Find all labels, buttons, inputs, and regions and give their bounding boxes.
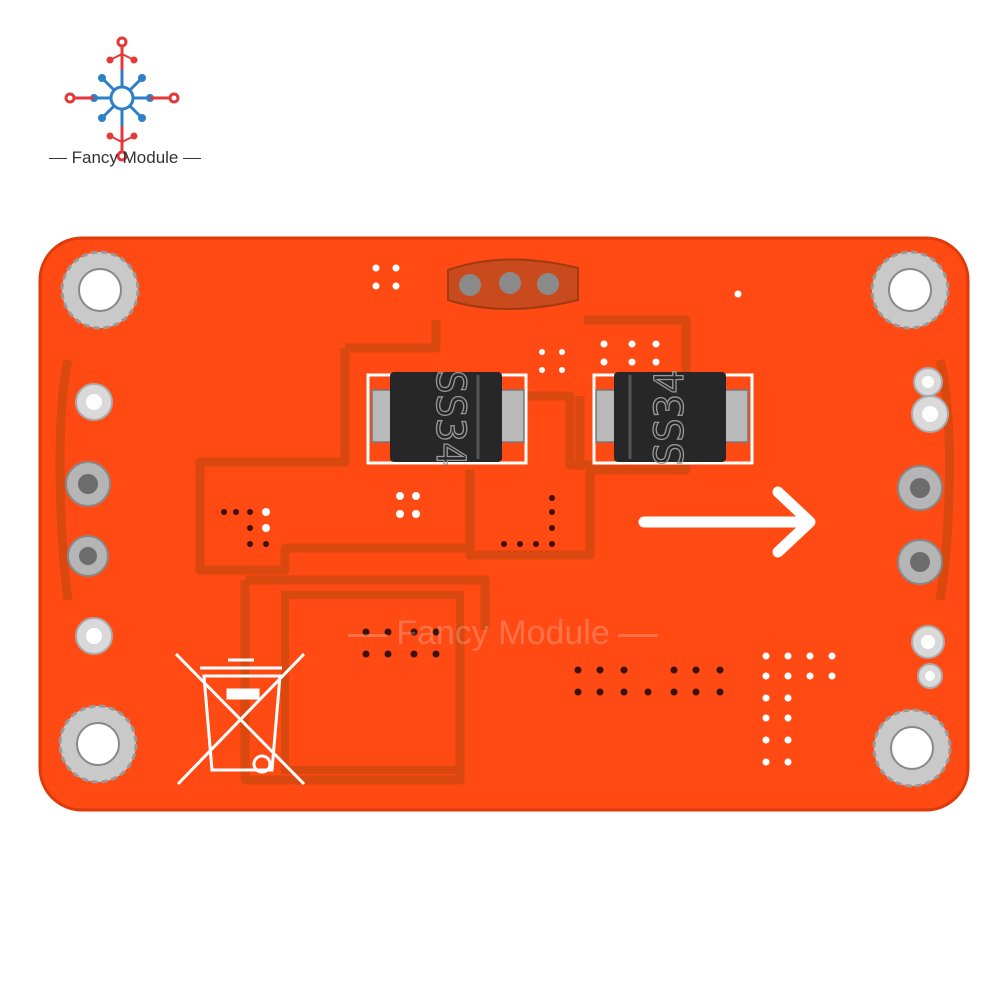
inductor-pad <box>281 591 464 774</box>
watermark-text: Fancy Module <box>396 614 610 652</box>
pcb-substrate <box>38 236 970 812</box>
watermark-dash-right <box>617 633 658 637</box>
brand-watermark: Fancy Module <box>318 614 688 653</box>
direction-arrow-icon <box>638 486 816 558</box>
diode-left-marking: SS34 <box>427 370 473 466</box>
diode-right: SS34 <box>595 369 749 467</box>
diode-right-marking: SS34 <box>647 370 693 466</box>
vias <box>262 264 836 766</box>
logo-dash-right <box>183 157 202 160</box>
brand-name-text: Fancy Module <box>71 148 179 167</box>
dark-vias <box>221 495 724 696</box>
header-pins-left <box>65 383 113 655</box>
brand-logo-icon <box>64 36 180 162</box>
watermark-dash-left <box>348 633 389 637</box>
header-pins-right <box>897 367 949 689</box>
brand-name: Fancy Module <box>40 148 210 168</box>
top-solder-pins <box>447 258 579 310</box>
weee-recycling-icon <box>174 652 306 786</box>
mounting-holes <box>58 250 952 788</box>
logo-dash-left <box>48 157 67 160</box>
diode-left: SS34 <box>371 369 525 467</box>
